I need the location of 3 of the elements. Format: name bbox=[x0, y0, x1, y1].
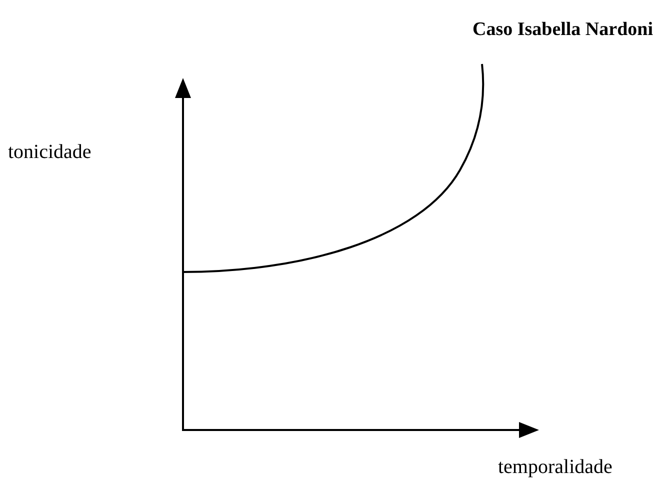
axis-label: temporalidade bbox=[498, 455, 612, 480]
title: Caso Isabella Nardoni bbox=[472, 18, 653, 42]
axis-label: tonicidade bbox=[8, 140, 92, 165]
